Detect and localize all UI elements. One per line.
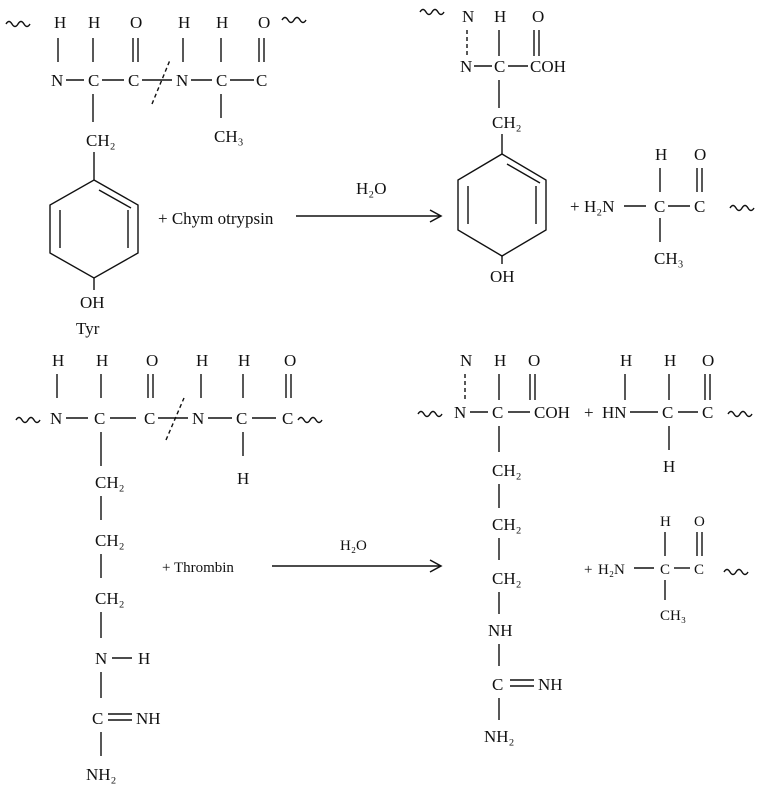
product-1-1: N H O N C COH CH₂ OH — [419, 7, 566, 286]
atom-n: N — [454, 403, 466, 422]
atom-o: O — [528, 351, 540, 370]
atom-nh: NH — [136, 709, 161, 728]
product-1-2: + H O H₂N C C CH₃ — [570, 145, 755, 268]
atom-o: O — [694, 514, 705, 530]
atom-o: O — [146, 351, 158, 370]
atom-ch2: CH₂ — [86, 131, 116, 150]
atom-h: H — [178, 13, 190, 32]
atom-h: H — [216, 13, 228, 32]
atom-h: H — [138, 649, 150, 668]
atom-h2n: H₂N — [598, 562, 625, 578]
atom-ch2: CH₂ — [492, 515, 522, 534]
atom-h: H — [238, 351, 250, 370]
atom-ch2: CH₂ — [95, 473, 125, 492]
atom-ch2: CH₂ — [492, 113, 522, 132]
atom-h: H — [54, 13, 66, 32]
atom-c: C — [88, 71, 99, 90]
product-2-2: + H H O HN C C H — [584, 351, 753, 476]
atom-ch3: CH₃ — [214, 127, 244, 146]
atom-o: O — [532, 7, 544, 26]
atom-n: N — [462, 7, 474, 26]
atom-c: C — [144, 409, 155, 428]
atom-h: H — [663, 457, 675, 476]
atom-hn: HN — [602, 403, 627, 422]
atom-c: C — [92, 709, 103, 728]
reactant-1-peptide: H H O H H O N C C N C — [5, 13, 307, 338]
atom-ch3: CH₃ — [654, 249, 684, 268]
atom-o: O — [130, 13, 142, 32]
atom-coh: COH — [530, 57, 566, 76]
atom-n: N — [460, 57, 472, 76]
atom-o: O — [258, 13, 270, 32]
atom-c: C — [94, 409, 105, 428]
atom-ch2: CH₂ — [492, 461, 522, 480]
atom-h: H — [52, 351, 64, 370]
atom-nh2: NH₂ — [484, 727, 514, 746]
atom-coh: COH — [534, 403, 570, 422]
atom-h: H — [664, 351, 676, 370]
atom-c: C — [654, 197, 665, 216]
atom-n: N — [51, 71, 63, 90]
atom-c: C — [128, 71, 139, 90]
atom-h: H — [655, 145, 667, 164]
atom-nh2: NH₂ — [86, 765, 116, 784]
atom-nh: NH — [488, 621, 513, 640]
product-2-3: + H O H₂N C C CH₃ — [584, 514, 749, 624]
atom-n: N — [192, 409, 204, 428]
plus-sign: + — [584, 403, 594, 422]
atom-n: N — [50, 409, 62, 428]
residue-label-tyr: Tyr — [76, 319, 100, 338]
atom-o: O — [694, 145, 706, 164]
atom-h: H — [196, 351, 208, 370]
atom-c: C — [694, 562, 704, 578]
solvent-label-water: H₂O — [356, 179, 386, 198]
atom-c: C — [216, 71, 227, 90]
atom-h2n: H₂N — [584, 197, 614, 216]
atom-h: H — [494, 7, 506, 26]
atom-o: O — [702, 351, 714, 370]
atom-ch3: CH₃ — [660, 608, 686, 624]
atom-n: N — [460, 351, 472, 370]
atom-c: C — [702, 403, 713, 422]
product-2-1: N H O N C COH CH₂ CH₂ CH₂ NH C NH — [417, 351, 570, 746]
atom-c: C — [492, 403, 503, 422]
enzyme-label-chymotrypsin: + Chym otrypsin — [158, 209, 274, 228]
atom-h: H — [660, 514, 671, 530]
atom-ch2: CH₂ — [95, 589, 125, 608]
reaction-2: H H O H H O N C C N C C — [15, 351, 753, 784]
atom-n: N — [176, 71, 188, 90]
reaction-1: H H O H H O N C C N C — [5, 7, 755, 338]
atom-h: H — [620, 351, 632, 370]
atom-ch2: CH₂ — [492, 569, 522, 588]
plus-sign: + — [570, 197, 580, 216]
atom-c: C — [236, 409, 247, 428]
atom-c: C — [694, 197, 705, 216]
atom-c: C — [660, 562, 670, 578]
enzyme-label-thrombin: + Thrombin — [162, 560, 234, 576]
atom-h: H — [96, 351, 108, 370]
atom-c: C — [662, 403, 673, 422]
atom-c: C — [256, 71, 267, 90]
atom-oh: OH — [80, 293, 105, 312]
reactant-2-peptide: H H O H H O N C C N C C — [15, 351, 323, 784]
atom-h: H — [237, 469, 249, 488]
solvent-label-water: H₂O — [340, 538, 367, 554]
atom-n: N — [95, 649, 107, 668]
atom-h: H — [494, 351, 506, 370]
atom-c: C — [492, 675, 503, 694]
atom-o: O — [284, 351, 296, 370]
atom-h: H — [88, 13, 100, 32]
plus-sign: + — [584, 562, 592, 578]
atom-c: C — [282, 409, 293, 428]
atom-c: C — [494, 57, 505, 76]
atom-oh: OH — [490, 267, 515, 286]
atom-nh: NH — [538, 675, 563, 694]
atom-ch2: CH₂ — [95, 531, 125, 550]
